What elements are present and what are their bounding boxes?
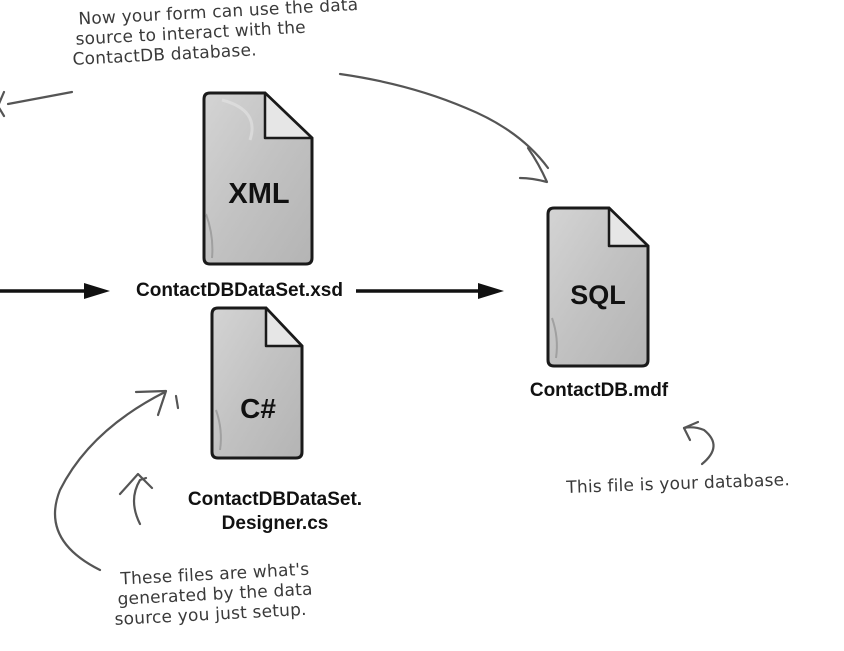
xsd-file-name: ContactDBDataSet.xsd bbox=[136, 280, 343, 301]
xsd-to-mdf-arrow bbox=[356, 283, 504, 299]
xml-file-icon: XML bbox=[202, 91, 314, 266]
sql-file-icon: SQL bbox=[546, 206, 650, 368]
bottom-left-annotation: These files are what's generated by the … bbox=[112, 560, 314, 630]
designer-file-name-line-1: ContactDBDataSet. bbox=[187, 489, 363, 510]
top-to-sql-sketch-arrow bbox=[338, 72, 550, 184]
csharp-file-icon: C# bbox=[210, 306, 304, 460]
designer-file-name-line-2: Designer.cs bbox=[221, 513, 329, 534]
mdf-file-name: ContactDB.mdf bbox=[529, 380, 669, 401]
xml-label: XML bbox=[228, 178, 289, 210]
csharp-label: C# bbox=[240, 393, 276, 424]
bottom-right-sketch-arrow bbox=[682, 420, 715, 466]
sql-label: SQL bbox=[570, 280, 626, 310]
xsd-file-caption: ContactDBDataSet.xsd bbox=[136, 279, 343, 303]
designer-file-caption: ContactDBDataSet. Designer.cs bbox=[162, 488, 388, 536]
input-arrow bbox=[0, 283, 110, 299]
mdf-file-caption: ContactDB.mdf bbox=[520, 379, 678, 403]
bottom-left-sketch-arrows bbox=[53, 389, 180, 572]
top-left-sketch-arrow bbox=[0, 90, 74, 118]
